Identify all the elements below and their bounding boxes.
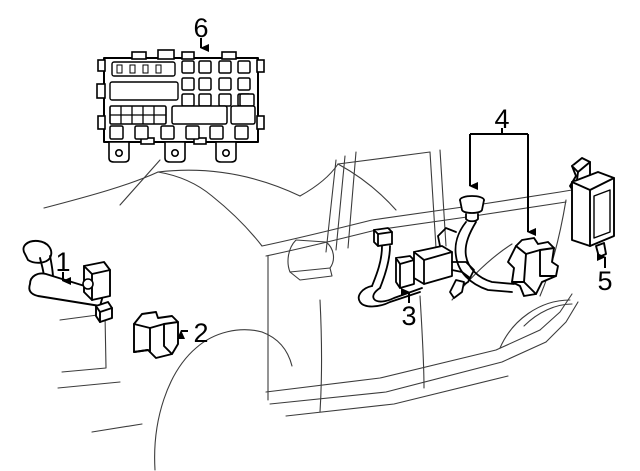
callout-label-5: 5 [597,266,612,296]
callout-label-6: 6 [193,13,208,43]
harness-grommet-cap[interactable] [459,195,485,223]
front-bumper-sensor-bracket-assembly[interactable] [22,239,113,323]
callout-label-2: 2 [193,318,208,348]
engine-room-junction-fuse-block[interactable] [96,49,265,163]
callout-label-1: 1 [55,247,70,277]
fuse-block-small-fuse-strip [111,61,176,77]
callout-label-4: 4 [494,104,509,134]
door-and-side-panel [265,151,613,417]
fuse-block-label-panel [109,81,179,101]
callout-label-3: 3 [401,301,416,331]
front-fender-and-wheel-arch [57,313,293,471]
callout-4-bracket [469,128,536,236]
fuse-block-leader-line [119,159,161,206]
fuse-block-side-tabs [96,59,265,130]
fuse-block-fuse-bank [109,105,167,125]
harness-cable [437,221,515,293]
body-mounted-sensor[interactable] [507,237,559,297]
front-fender-module[interactable] [133,311,179,359]
door-pillar-connector-clamp[interactable] [357,227,475,308]
rear-quarter-panel-control-unit[interactable] [569,157,615,258]
fuse-block-wide-relay-a [171,105,228,125]
fuse-block-top-tabs [131,49,237,60]
fuse-block-bottom-fuse-row [109,125,249,140]
fuse-block-mount-feet [108,137,237,163]
fuse-block-wide-relay-b [230,105,256,125]
